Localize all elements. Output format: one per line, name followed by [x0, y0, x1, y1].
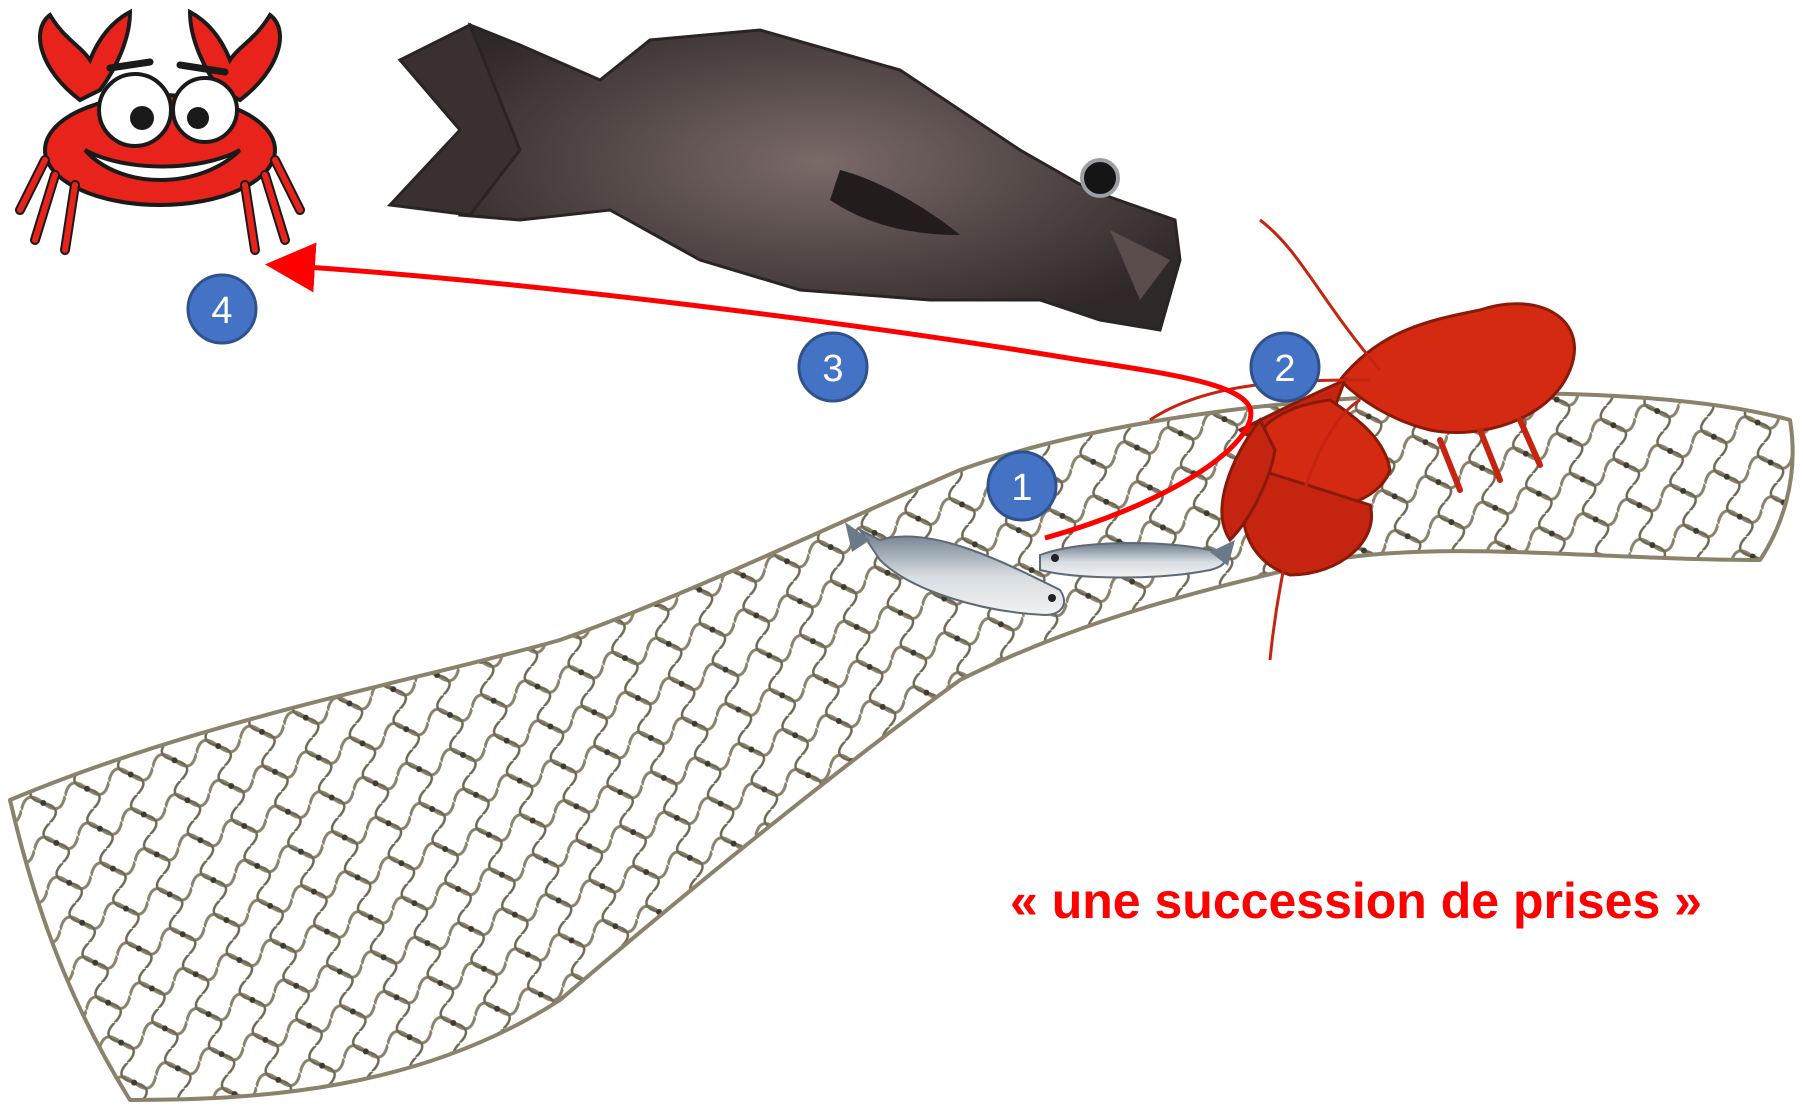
step-marker-4-label: 4 [211, 290, 232, 332]
caption-text: « une succession de prises » [1010, 872, 1800, 930]
fishing-net-icon [10, 393, 1793, 1100]
crab-icon [20, 12, 300, 250]
step-marker-4: 4 [188, 275, 256, 343]
step-marker-1-label: 1 [1011, 467, 1032, 509]
step-marker-1: 1 [988, 452, 1056, 520]
step-marker-3-label: 3 [822, 348, 843, 390]
step-marker-2: 2 [1251, 333, 1319, 401]
step-marker-3: 3 [799, 333, 867, 401]
step-marker-2-label: 2 [1274, 348, 1295, 390]
